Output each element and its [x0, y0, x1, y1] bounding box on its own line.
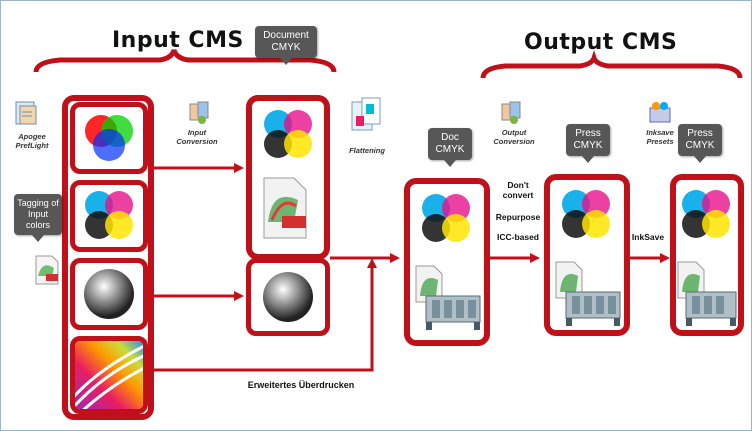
input-cms-bracket: [33, 49, 337, 73]
arrow-bypass: [150, 258, 377, 372]
output-cms-heading: Output CMS: [524, 30, 678, 55]
input-conversion-caption: Input Conversion: [176, 128, 218, 146]
output-conversion-caption: Output Conversion: [493, 128, 535, 146]
dont-convert-label: Don't convert: [502, 180, 534, 200]
pdf-document-icon: [262, 176, 308, 240]
press2-cmyk-circles-icon: [676, 184, 738, 246]
apogee-preflight-icon: [14, 100, 40, 128]
document-gray-cell: [246, 258, 330, 336]
document-gray-sphere-icon: [263, 272, 313, 322]
repurpose-label: Repurpose: [495, 212, 541, 222]
flattening-caption: Flattening: [349, 146, 385, 155]
doc-cmyk-circles-icon: [412, 188, 482, 250]
flattening-icon: [350, 96, 384, 140]
erweitertes-label: Erweitertes Überdrucken: [247, 380, 355, 390]
apogee-preflight-caption: Apogee PrefLight: [15, 132, 49, 150]
input-conversion-icon: [188, 100, 212, 126]
press1-cmyk-circles-icon: [552, 184, 622, 246]
gray-sphere-icon: [84, 269, 134, 319]
icc-based-label: ICC-based: [496, 232, 540, 242]
doc-press-icon: [412, 262, 484, 334]
input-cms-heading: Input CMS: [112, 28, 244, 53]
press-cmyk-bubble-1: Press CMYK: [566, 124, 610, 163]
doc-cmyk-bubble: Doc CMYK: [428, 128, 472, 167]
inksave-presets-caption: Inksave Presets: [646, 128, 674, 146]
cmyk-cell: [70, 180, 148, 252]
inksave-presets-icon: [648, 100, 672, 126]
pdf-file-icon-small: [34, 254, 60, 286]
tagging-bubble: Tagging of Input colors: [14, 194, 62, 242]
output-conversion-icon: [500, 100, 524, 126]
output-cms-bracket: [480, 50, 743, 79]
spot-swatch-icon: [75, 341, 143, 409]
press1-machine-icon: [552, 258, 624, 330]
cmyk-circles-icon: [85, 191, 133, 239]
document-cmyk-bubble: Document CMYK: [255, 26, 317, 65]
press-cmyk-bubble-2: Press CMYK: [678, 124, 722, 163]
spot-color-cell: [70, 336, 148, 414]
rgb-cell: [70, 102, 148, 174]
inksave-label: InkSave: [631, 232, 665, 242]
gray-cell: [70, 258, 148, 330]
press2-machine-icon: [674, 258, 740, 330]
document-cmyk-icon: [254, 104, 322, 166]
rgb-circles-icon: [85, 115, 133, 161]
